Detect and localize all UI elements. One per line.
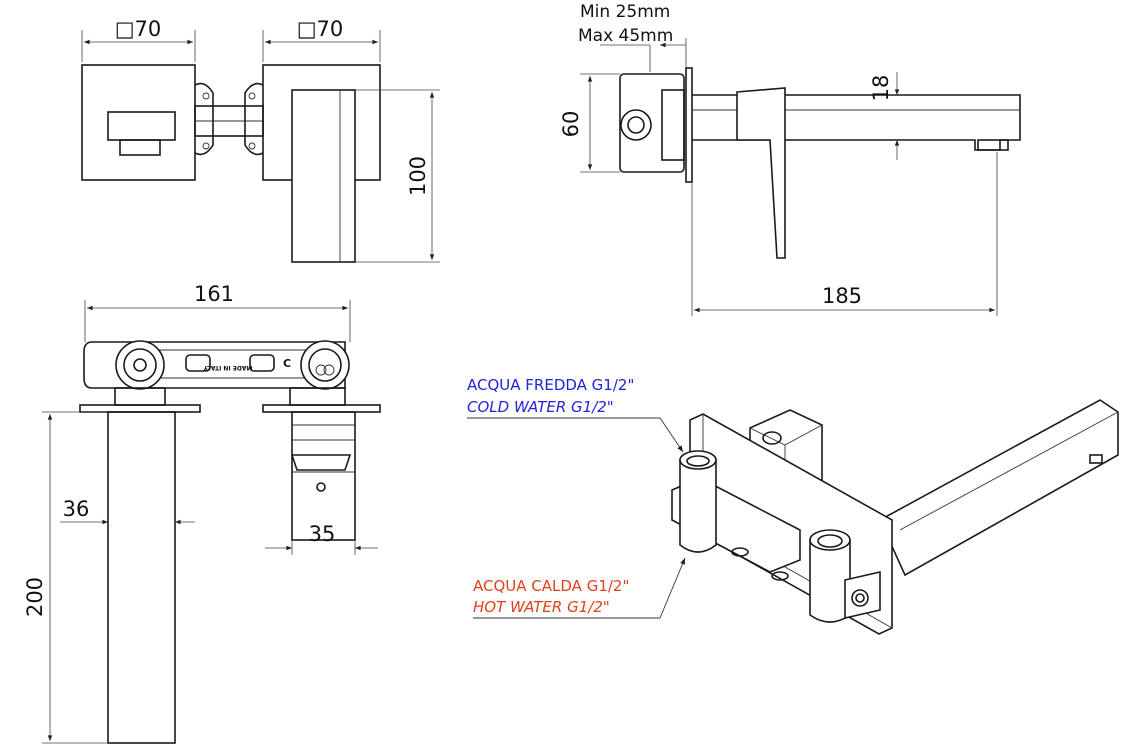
iso-cold-inlet bbox=[679, 459, 717, 553]
front-view: □70 □70 100 bbox=[81, 17, 440, 263]
dim-left-width: □70 bbox=[115, 17, 162, 41]
dim-spout-height: 18 bbox=[869, 75, 893, 102]
isometric-view: ACQUA FREDDA G1/2" COLD WATER G1/2" ACQU… bbox=[467, 376, 1119, 635]
spout-plate-edge bbox=[79, 404, 201, 413]
valve-body-top bbox=[83, 341, 346, 389]
side-view: Min 25mm Max 45mm 60 18 185 bbox=[559, 2, 1021, 316]
handle-lever bbox=[291, 89, 356, 263]
dim-projection: 185 bbox=[822, 284, 862, 308]
hot-water-label-it: ACQUA CALDA G1/2" bbox=[473, 577, 629, 595]
dim-spout-length: 200 bbox=[23, 577, 47, 617]
dim-wall-min: Min 25mm bbox=[580, 2, 670, 22]
dim-handle-width: 35 bbox=[309, 522, 336, 546]
valve-body-side bbox=[619, 73, 685, 173]
cold-water-label-it: ACQUA FREDDA G1/2" bbox=[467, 376, 634, 394]
hot-water-label-en: HOT WATER G1/2" bbox=[473, 598, 610, 616]
dim-right-width: □70 bbox=[297, 17, 344, 41]
spout-outlet bbox=[107, 111, 176, 141]
dim-overall-width: 161 bbox=[194, 282, 234, 306]
iso-hot-inlet bbox=[809, 539, 851, 623]
spout-cover-plate bbox=[81, 64, 196, 181]
body-mark-c: C bbox=[283, 357, 291, 370]
cold-water-label-en: COLD WATER G1/2" bbox=[467, 398, 614, 416]
handle-plate-edge bbox=[262, 404, 381, 413]
dim-wall-max: Max 45mm bbox=[578, 26, 673, 46]
wall-plate bbox=[685, 67, 693, 183]
dim-height: 100 bbox=[406, 156, 430, 196]
handle-top bbox=[291, 411, 356, 541]
iso-spout bbox=[878, 399, 1119, 577]
side-handle bbox=[736, 87, 786, 259]
dim-body-height: 60 bbox=[559, 111, 583, 138]
top-view: MADE IN ITALY C 161 36 200 35 bbox=[23, 282, 381, 744]
body-marking: MADE IN ITALY bbox=[203, 364, 253, 371]
dim-spout-width: 36 bbox=[63, 497, 90, 521]
spout-top bbox=[107, 411, 176, 744]
